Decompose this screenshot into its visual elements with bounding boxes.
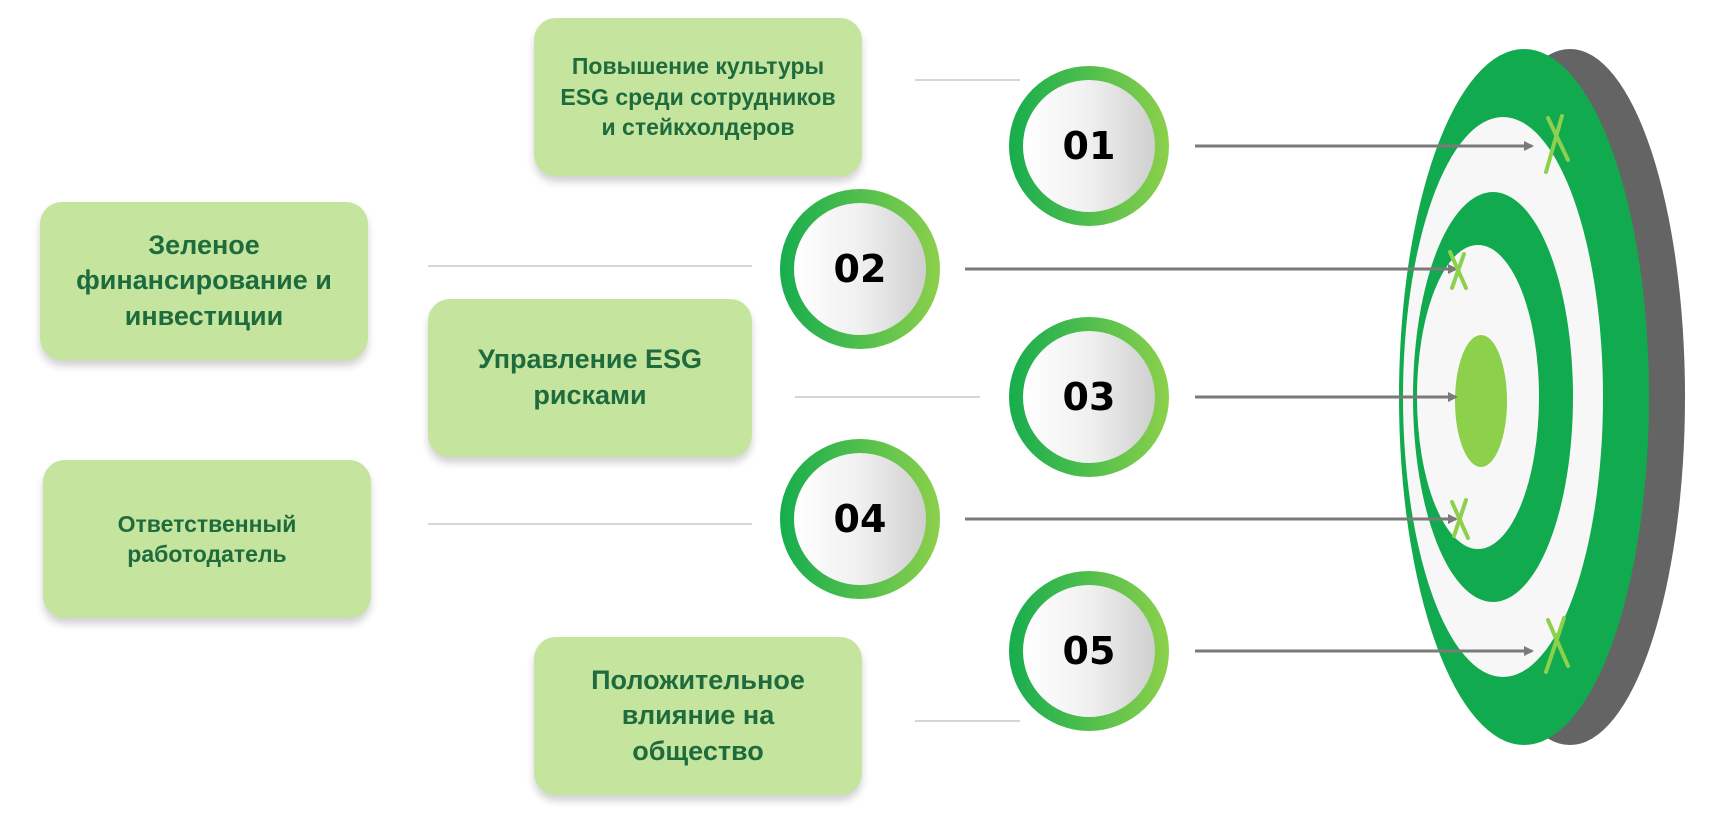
hit-mark-04 bbox=[1450, 498, 1470, 540]
number-01: 01 bbox=[1062, 124, 1116, 168]
label-box-01: Повышение культуры ESG среди сотрудников… bbox=[534, 18, 862, 176]
number-02: 02 bbox=[833, 247, 887, 291]
target-icon bbox=[1399, 49, 1685, 745]
connector-lines bbox=[428, 79, 1020, 722]
hit-marks bbox=[1448, 114, 1570, 674]
number-circle-03 bbox=[1009, 317, 1169, 477]
hit-mark-01 bbox=[1544, 114, 1570, 174]
label-text-04: Ответственный работодатель bbox=[117, 510, 297, 567]
arrows bbox=[965, 141, 1534, 656]
number-circle-05 bbox=[1009, 571, 1169, 731]
label-box-02: Зеленое финансирование и инвестиции bbox=[40, 202, 368, 360]
number-circles bbox=[780, 66, 1169, 731]
hit-mark-02 bbox=[1448, 250, 1468, 290]
label-text-03: Управление ESG рисками bbox=[477, 344, 703, 410]
number-circle-01 bbox=[1009, 66, 1169, 226]
label-text-02: Зеленое финансирование и инвестиции bbox=[76, 229, 332, 331]
number-circle-02 bbox=[780, 189, 940, 349]
label-text-01: Повышение культуры ESG среди сотрудников… bbox=[560, 53, 836, 141]
number-05: 05 bbox=[1062, 629, 1116, 673]
hit-mark-05 bbox=[1544, 616, 1570, 674]
label-text-05: Положительное влияние на общество bbox=[591, 664, 805, 766]
number-04: 04 bbox=[833, 497, 887, 541]
label-box-04: Ответственный работодатель bbox=[43, 460, 371, 618]
label-box-05: Положительное влияние на общество bbox=[534, 637, 862, 795]
target-bullseye bbox=[1455, 335, 1507, 467]
label-box-03: Управление ESG рисками bbox=[428, 299, 752, 457]
number-circle-04 bbox=[780, 439, 940, 599]
number-03: 03 bbox=[1062, 375, 1116, 419]
